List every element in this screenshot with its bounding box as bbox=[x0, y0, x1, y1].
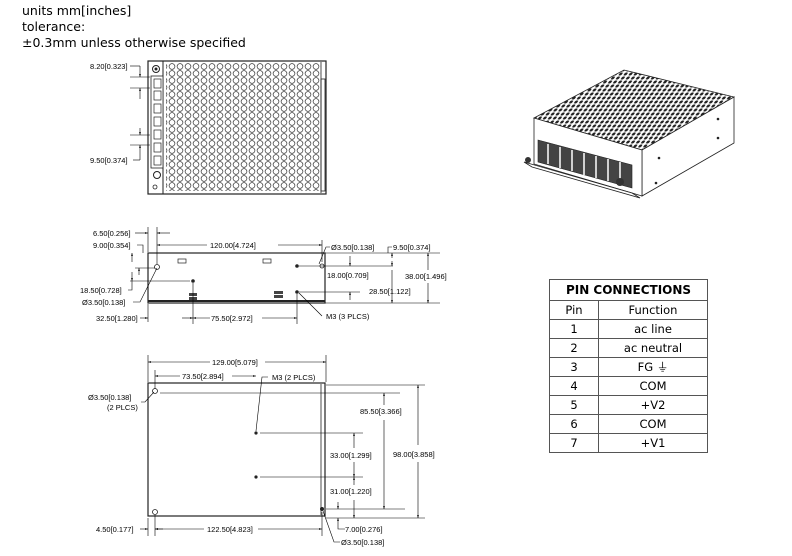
table-row: 5+V2 bbox=[549, 395, 708, 415]
bottom-view: 129.00[5.079] 73.50[2.894] M3 (2 PLCS) Ø… bbox=[88, 355, 435, 547]
dim-bottom-31-00: 31.00[1.220] bbox=[330, 487, 372, 496]
pin-function: COM bbox=[598, 376, 708, 396]
dim-side-6-50: 6.50[0.256] bbox=[93, 229, 131, 238]
side-view-outline bbox=[147, 252, 326, 304]
top-view: 8.20[0.323] 9.50[0.374] bbox=[90, 60, 327, 195]
dim-side-120: 120.00[4.724] bbox=[210, 241, 256, 250]
pin-function: COM bbox=[598, 414, 708, 434]
pin-number: 3 bbox=[549, 357, 599, 377]
dim-bottom-73-50: 73.50[2.894] bbox=[182, 372, 224, 381]
pin-number: 4 bbox=[549, 376, 599, 396]
pin-table-title: PIN CONNECTIONS bbox=[549, 279, 708, 301]
side-view: 6.50[0.256] 120.00[4.724] 9.00[0.354] 18… bbox=[80, 227, 447, 324]
dim-side-28-50: 28.50[1.122] bbox=[369, 287, 411, 296]
pin-number: 5 bbox=[549, 395, 599, 415]
bottom-view-outline bbox=[147, 382, 326, 517]
pin-function: +V2 bbox=[598, 395, 708, 415]
dim-side-18-50: 18.50[0.728] bbox=[80, 286, 122, 295]
dim-bottom-hole-plcs: (2 PLCS) bbox=[107, 403, 138, 412]
pin-number: 1 bbox=[549, 319, 599, 339]
dim-side-75-50: 75.50[2.972] bbox=[211, 314, 253, 323]
dim-side-hole-right: Ø3.50[0.138] bbox=[331, 243, 374, 252]
dim-top-8-20: 8.20[0.323] bbox=[90, 62, 128, 71]
dim-bottom-hole-right: Ø3.50[0.138] bbox=[341, 538, 384, 547]
dimension-notes: units mm[inches] tolerance: ±0.3mm unles… bbox=[22, 3, 246, 51]
pin-function: ac neutral bbox=[598, 338, 708, 358]
dim-bottom-85-50: 85.50[3.366] bbox=[360, 407, 402, 416]
dim-side-18-00: 18.00[0.709] bbox=[327, 271, 369, 280]
dim-side-32-50: 32.50[1.280] bbox=[96, 314, 138, 323]
vent-hole-grid bbox=[166, 63, 321, 191]
dim-side-9-00: 9.00[0.354] bbox=[93, 241, 131, 250]
table-row: 7+V1 bbox=[549, 433, 708, 453]
pin-function: ac line bbox=[598, 319, 708, 339]
dim-bottom-7-00: 7.00[0.276] bbox=[345, 525, 383, 534]
label-m3-3plcs: M3 (3 PLCS) bbox=[326, 312, 370, 321]
pin-number: 7 bbox=[549, 433, 599, 453]
dim-bottom-hole: Ø3.50[0.138] bbox=[88, 393, 131, 402]
dim-side-9-50: 9.50[0.374] bbox=[393, 243, 431, 252]
terminal-block bbox=[150, 65, 164, 190]
pin-function: +V1 bbox=[598, 433, 708, 453]
tolerance-value: ±0.3mm unless otherwise specified bbox=[22, 35, 246, 50]
dim-bottom-33-00: 33.00[1.299] bbox=[330, 451, 372, 460]
dim-bottom-129: 129.00[5.079] bbox=[212, 358, 258, 367]
pin-column-header: Pin bbox=[549, 300, 599, 320]
dim-bottom-4-50: 4.50[0.177] bbox=[96, 525, 134, 534]
pin-number: 6 bbox=[549, 414, 599, 434]
dim-top-9-50: 9.50[0.374] bbox=[90, 156, 128, 165]
dim-bottom-122-50: 122.50[4.823] bbox=[207, 525, 253, 534]
isometric-view bbox=[523, 69, 736, 199]
function-column-header: Function bbox=[598, 300, 708, 320]
dim-bottom-98-00: 98.00[3.858] bbox=[393, 450, 435, 459]
dim-side-38-00: 38.00[1.496] bbox=[405, 272, 447, 281]
pin-number: 2 bbox=[549, 338, 599, 358]
pin-function: FG ⏚ bbox=[598, 357, 708, 377]
tolerance-label: tolerance: bbox=[22, 19, 86, 34]
units-note: units mm[inches] bbox=[22, 3, 132, 18]
label-m3-2plcs: M3 (2 PLCS) bbox=[272, 373, 316, 382]
dim-side-hole-left: Ø3.50[0.138] bbox=[82, 298, 125, 307]
